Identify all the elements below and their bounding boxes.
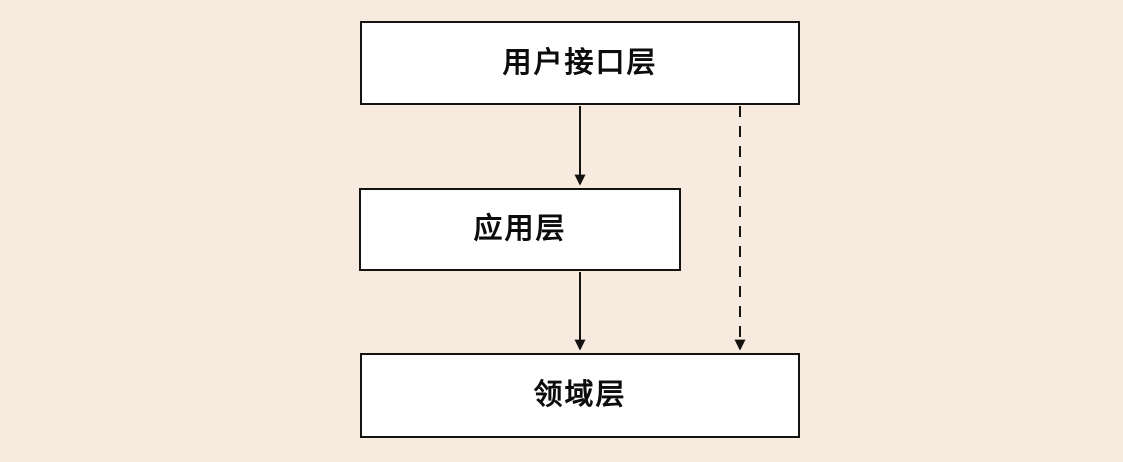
node-application-layer: 应用层 bbox=[359, 188, 681, 271]
node-application-layer-label: 应用层 bbox=[473, 213, 567, 245]
node-user-interface-layer-label: 用户接口层 bbox=[502, 46, 658, 79]
node-domain-layer-label: 领域层 bbox=[533, 379, 627, 411]
node-domain-layer: 领域层 bbox=[360, 353, 800, 438]
node-user-interface-layer: 用户接口层 bbox=[360, 21, 800, 105]
